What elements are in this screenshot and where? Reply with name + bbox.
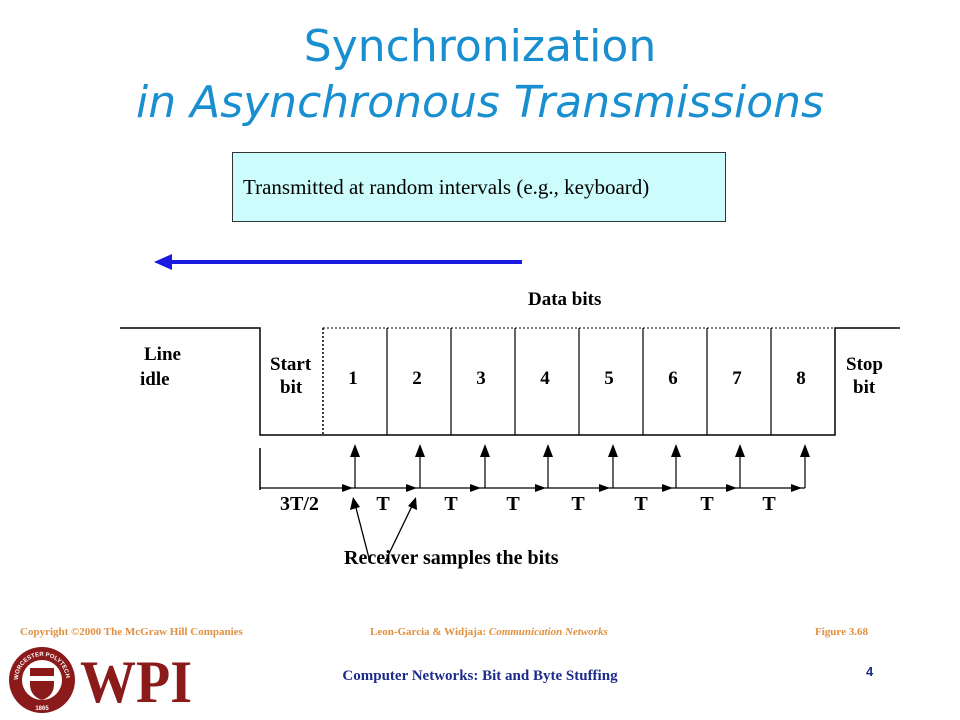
interval-label-t: T xyxy=(634,493,648,515)
receiver-arrow-2 xyxy=(384,503,414,563)
sample-arrow-icon xyxy=(671,444,681,457)
seal-year: 1865 xyxy=(35,706,49,712)
info-box: Transmitted at random intervals (e.g., k… xyxy=(232,152,726,222)
bit-number-6: 6 xyxy=(668,368,678,389)
receiver-arrow-1 xyxy=(354,503,371,563)
bit-number-7: 7 xyxy=(732,368,742,389)
timing-marks xyxy=(342,444,810,492)
interval-label-t: T xyxy=(506,493,520,515)
interval-arrow-icon xyxy=(791,484,802,492)
book-authors: Leon-Garcia & Widjaja: xyxy=(370,626,487,638)
interval-label-t: T xyxy=(444,493,458,515)
line-idle-label-2: idle xyxy=(140,369,170,390)
interval-arrow-icon xyxy=(726,484,737,492)
start-bit-label-2: bit xyxy=(280,377,303,398)
info-box-text: Transmitted at random intervals (e.g., k… xyxy=(243,174,650,199)
sample-arrow-icon xyxy=(480,444,490,457)
sample-arrow-icon xyxy=(608,444,618,457)
bit-number-5: 5 xyxy=(604,368,614,389)
interval-arrow-icon xyxy=(342,484,353,492)
bit-number-4: 4 xyxy=(540,368,550,389)
start-bit-label-1: Start xyxy=(270,354,312,375)
bit-cells: 1 2 3 4 5 6 7 8 xyxy=(348,328,806,435)
sample-arrow-icon xyxy=(735,444,745,457)
figure-number: Figure 3.68 xyxy=(815,626,868,638)
book-title: Communication Networks xyxy=(488,626,608,638)
course-title: Computer Networks: Bit and Byte Stuffing xyxy=(342,668,618,684)
stop-bit-label-1: Stop xyxy=(846,354,883,375)
sample-arrow-icon xyxy=(415,444,425,457)
interval-label-t: T xyxy=(571,493,585,515)
interval-label-t: T xyxy=(700,493,714,515)
line-idle-label-1: Line xyxy=(144,344,181,365)
direction-arrow-head xyxy=(154,254,172,270)
interval-arrow-icon xyxy=(662,484,673,492)
interval-label-first: 3T/2 xyxy=(280,493,319,515)
book-credit: Leon-Garcia & Widjaja: Communication Net… xyxy=(370,626,608,638)
data-bits-label: Data bits xyxy=(528,289,601,310)
interval-arrow-icon xyxy=(535,484,546,492)
interval-arrow-icon xyxy=(599,484,610,492)
signal-line xyxy=(120,327,900,436)
wpi-logo: WORCESTER POLYTECHNIC INSTITUTE 1865 WPI xyxy=(6,644,192,715)
page-number: 4 xyxy=(866,664,874,679)
interval-arrow-icon xyxy=(406,484,417,492)
receiver-label: Receiver samples the bits xyxy=(344,547,559,569)
stop-bit-label-2: bit xyxy=(853,377,876,398)
slide-title-line2: in Asynchronous Transmissions xyxy=(136,77,824,128)
sample-arrow-icon xyxy=(543,444,553,457)
wpi-wordmark: WPI xyxy=(80,649,192,715)
interval-label-t: T xyxy=(762,493,776,515)
sample-arrow-icon xyxy=(350,444,360,457)
interval-arrow-icon xyxy=(470,484,481,492)
receiver-arrow-2-head xyxy=(408,497,417,510)
bit-number-8: 8 xyxy=(796,368,806,389)
seal-shield-band xyxy=(30,676,54,681)
copyright-text: Copyright ©2000 The McGraw Hill Companie… xyxy=(20,626,243,638)
bit-number-1: 1 xyxy=(348,368,358,389)
bit-number-3: 3 xyxy=(476,368,486,389)
sample-arrow-icon xyxy=(800,444,810,457)
bit-number-2: 2 xyxy=(412,368,422,389)
interval-label-t: T xyxy=(376,493,390,515)
slide-title-line1: Synchronization xyxy=(303,21,657,72)
receiver-arrow-1-head xyxy=(350,497,360,510)
